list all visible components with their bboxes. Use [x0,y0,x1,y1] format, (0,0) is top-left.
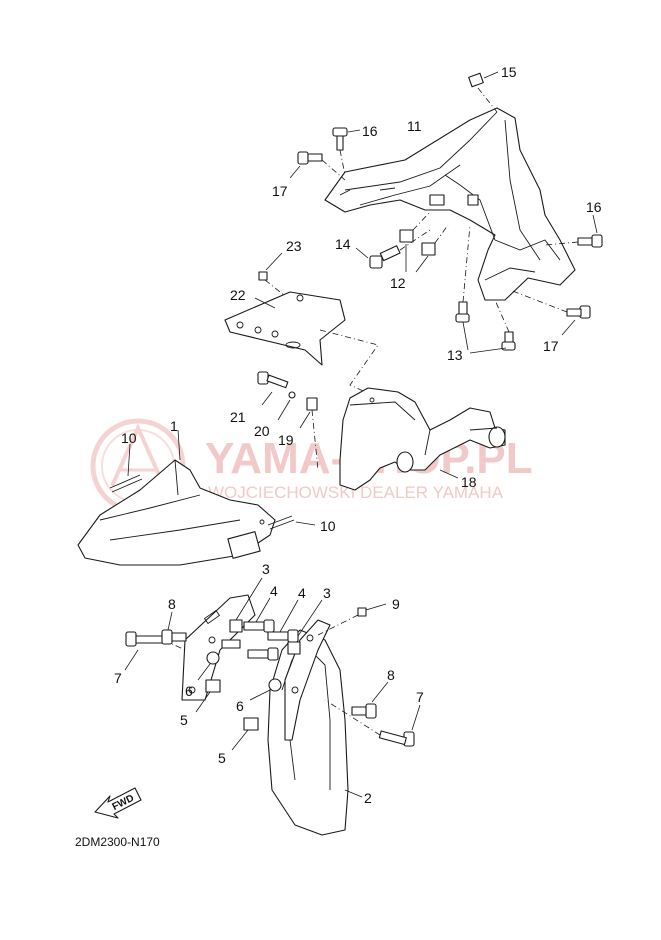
part-1-front-fender [77,429,276,566]
fender-mount-bolts [221,639,279,661]
callout-14: 14 [335,236,351,252]
callout-2: 2 [364,790,372,806]
part-11-inner-fender [324,107,576,301]
callout-17-right: 17 [543,338,559,354]
part-21-bolt [257,371,289,406]
callout-18: 18 [461,474,477,490]
callout-21: 21 [230,409,246,425]
callout-6-right: 6 [236,698,244,714]
part-10-decals [109,443,316,530]
callout-10-upper: 10 [121,430,137,446]
callout-5-left: 5 [180,712,188,728]
callout-labels: 15 11 16 17 16 14 23 12 22 13 17 21 20 1… [114,64,602,806]
part-7-bolt-right [324,699,421,747]
callout-23: 23 [286,238,302,254]
fwd-arrow: FWD [94,787,142,819]
part-17-bolt-upper [289,151,346,181]
part-8-collar-left [161,611,187,645]
callout-6-left: 6 [185,683,193,699]
callout-4-right: 4 [298,585,306,601]
callout-3-left: 3 [262,561,270,577]
callout-7-right: 7 [416,689,424,705]
part-8-collar-right [351,681,389,719]
callout-13: 13 [447,347,463,363]
callout-12: 12 [390,275,406,291]
callout-1: 1 [170,418,178,434]
callout-16-right: 16 [586,199,602,215]
part-17-bolt-right [509,289,591,336]
callout-17-upper: 17 [272,183,288,199]
part-18-stay [339,387,506,491]
fwd-label: FWD [111,793,136,813]
diagram-code: 2DM2300-N170 [75,835,160,849]
part-20-washer [277,391,296,421]
part-22-plate [224,291,379,396]
part-23-screw [258,252,291,301]
callout-3-right: 3 [323,585,331,601]
part-12-clips [399,211,449,273]
callout-22: 22 [230,287,246,303]
part-14-bolt [355,229,431,269]
callout-11: 11 [407,118,422,134]
part-5-nuts [195,679,259,751]
callout-15: 15 [501,64,517,80]
callout-8-right: 8 [387,667,395,683]
callout-8-left: 8 [168,596,176,612]
part-16-screw-right [544,214,603,248]
callout-19: 19 [278,432,294,448]
callout-7-left: 7 [114,670,122,686]
callout-20: 20 [254,423,270,439]
callout-5-right: 5 [218,750,226,766]
part-9-screw [317,603,387,636]
callout-16-upper: 16 [362,123,378,139]
callout-9: 9 [392,596,400,612]
part-15-nut [468,71,499,113]
callout-4-left: 4 [270,583,278,599]
part-3-nuts [229,577,323,655]
part-6-washers [197,651,282,701]
watermark-subtitle: WOJCIECHOWSKI DEALER YAMAHA [208,483,504,502]
part-13-screws [455,224,516,354]
part-19-clip [299,397,319,471]
part-4-bolts [243,597,299,643]
part-16-screw-upper [332,127,361,176]
part-2-lower-fender [267,629,363,836]
callout-10-lower: 10 [320,518,336,534]
